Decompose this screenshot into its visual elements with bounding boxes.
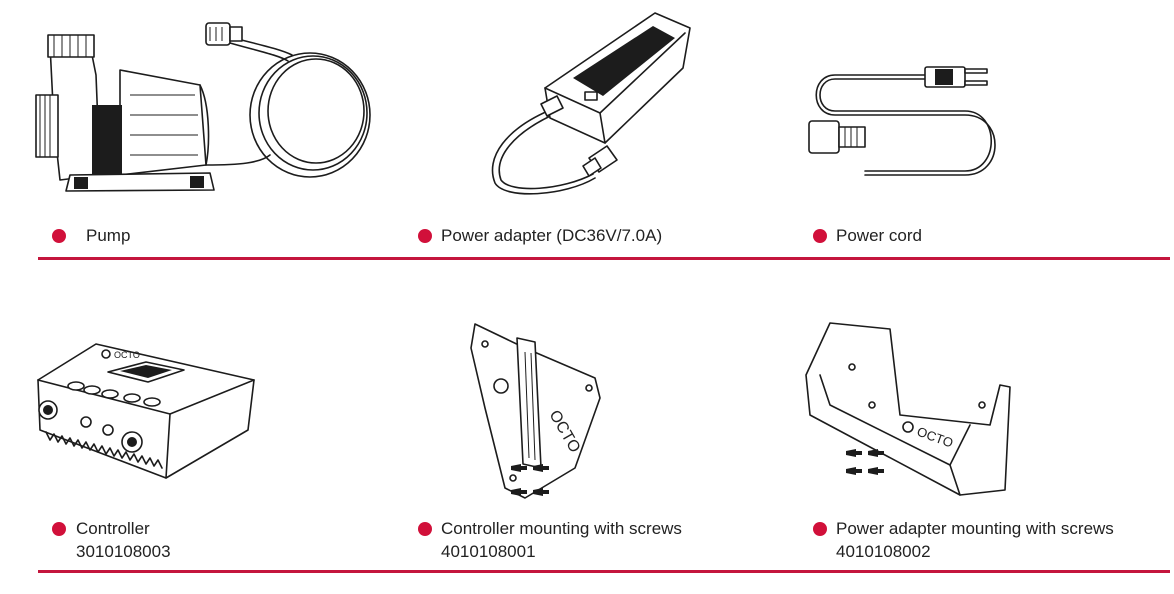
item-code: 4010108001 (441, 542, 536, 561)
row-divider (38, 257, 1170, 260)
bullet-dot-icon (813, 229, 827, 243)
item-code: 4010108002 (836, 542, 931, 561)
row-divider (38, 570, 1170, 573)
power-adapter-illustration (491, 12, 691, 195)
item-label: Power adapter (DC36V/7.0A) (441, 226, 663, 245)
bullet-dot-icon (52, 229, 66, 243)
bullet-dot-icon (418, 229, 432, 243)
bullet-dot-icon (813, 522, 827, 536)
controller-mount-illustration: OCTO (470, 323, 601, 499)
power-cord-illustration (808, 66, 996, 176)
controller-brand: OCTO (114, 350, 140, 360)
item-label: Pump (86, 226, 131, 245)
item-code: 3010108003 (76, 542, 171, 561)
controller-illustration: OCTO (37, 343, 255, 479)
bullet-dot-icon (52, 522, 66, 536)
item-label: Controller (76, 519, 150, 538)
item-label: Controller mounting with screws (441, 519, 682, 538)
item-label: Power adapter mounting with screws (836, 519, 1114, 538)
adapter-mount-illustration: OCTO (805, 322, 1011, 496)
item-label: Power cord (836, 226, 922, 245)
bullet-dot-icon (418, 522, 432, 536)
pump-illustration (35, 22, 371, 192)
